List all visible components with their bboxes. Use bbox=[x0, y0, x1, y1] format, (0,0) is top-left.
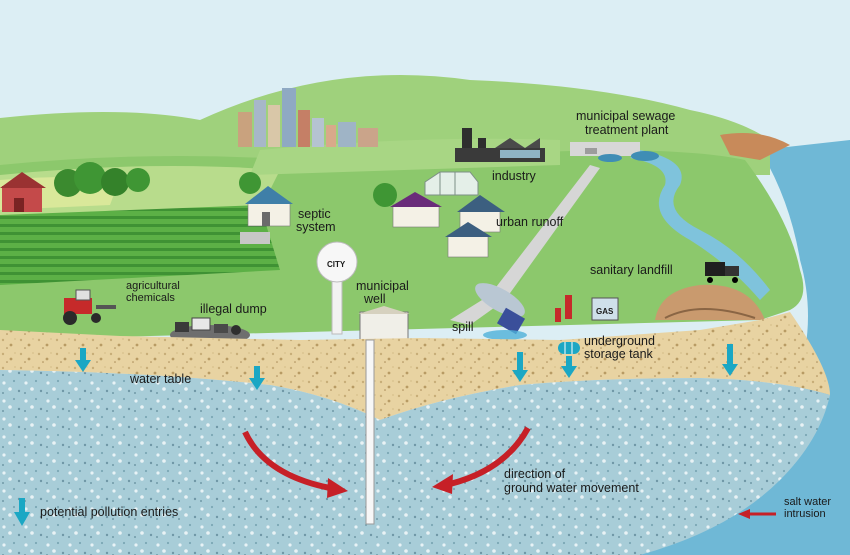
river bbox=[630, 150, 770, 300]
crop-field bbox=[0, 205, 280, 285]
legend-label: potential pollution entries bbox=[40, 505, 178, 519]
label-urban-runoff: urban runoff bbox=[496, 215, 564, 229]
label-well: well bbox=[363, 292, 386, 306]
pollution-arrow-agriculture bbox=[75, 348, 91, 372]
gas-station bbox=[555, 295, 619, 322]
label-municipal: municipal bbox=[356, 279, 409, 293]
legend-arrow bbox=[14, 498, 30, 526]
label-agricultural: agricultural bbox=[126, 280, 180, 292]
label-intrusion: intrusion bbox=[784, 508, 826, 520]
label-storage-tank: storage tank bbox=[584, 347, 654, 361]
label-treatment-plant: treatment plant bbox=[585, 123, 669, 137]
label-city: CITY bbox=[327, 260, 346, 269]
pollution-arrow-dump bbox=[249, 366, 265, 390]
purple-house bbox=[390, 192, 442, 228]
city-skyline bbox=[238, 88, 378, 147]
label-illegal-dump: illegal dump bbox=[200, 302, 267, 316]
label-system: system bbox=[296, 220, 336, 234]
groundwater-arrow-left bbox=[242, 430, 331, 491]
pollution-entry-arrows bbox=[75, 344, 738, 390]
tractor bbox=[63, 289, 116, 325]
label-sanitary-landfill: sanitary landfill bbox=[590, 263, 673, 277]
pollution-arrow-tank bbox=[561, 356, 577, 378]
road bbox=[450, 165, 600, 325]
groundwater-arrow-right-head bbox=[432, 474, 453, 494]
label-water-table: water table bbox=[129, 372, 191, 386]
label-underground: underground bbox=[584, 334, 655, 348]
label-ground-water-movement: ground water movement bbox=[504, 481, 639, 495]
greenhouse bbox=[424, 171, 479, 196]
sanitary-landfill bbox=[655, 262, 765, 320]
urban-houses bbox=[445, 195, 505, 258]
groundwater-arrow-left-head bbox=[327, 478, 348, 498]
label-gas: GAS bbox=[596, 307, 614, 316]
label-industry: industry bbox=[492, 169, 537, 183]
label-chemicals: chemicals bbox=[126, 292, 175, 304]
farm-barn bbox=[0, 172, 46, 212]
salt-water-arrow-head bbox=[738, 509, 750, 519]
spill-tanker-truck bbox=[475, 283, 527, 340]
label-direction-of: direction of bbox=[504, 467, 566, 481]
label-spill: spill bbox=[452, 320, 474, 334]
label-septic: septic bbox=[298, 207, 331, 221]
pollution-arrow-spill bbox=[512, 352, 528, 382]
well-pipe bbox=[365, 339, 375, 525]
industry-factory bbox=[455, 128, 545, 162]
pollution-arrow-landfill bbox=[722, 344, 738, 376]
sewage-treatment-plant bbox=[570, 142, 659, 162]
underground-storage-tank bbox=[558, 342, 580, 354]
septic-tank bbox=[240, 232, 270, 244]
groundwater-arrow-right bbox=[449, 426, 531, 487]
label-salt-water: salt water bbox=[784, 496, 831, 508]
water-tower bbox=[316, 241, 358, 335]
municipal-well-house bbox=[358, 306, 410, 341]
septic-house bbox=[245, 186, 293, 227]
coastal-cliff bbox=[720, 132, 790, 160]
label-municipal-sewage: municipal sewage bbox=[576, 109, 675, 123]
unsaturated-soil-layer bbox=[0, 312, 830, 420]
tree-cluster bbox=[54, 162, 397, 207]
aquifer-layer bbox=[0, 370, 830, 555]
